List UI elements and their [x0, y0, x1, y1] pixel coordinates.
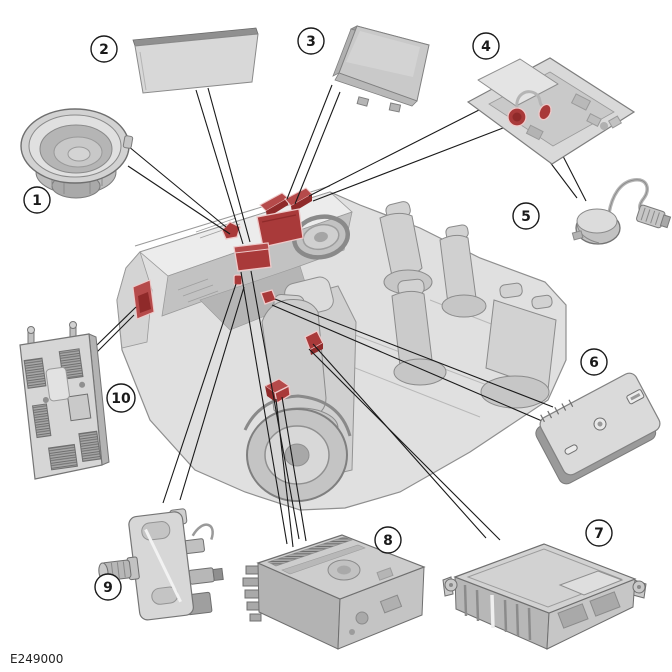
mic-cable	[515, 90, 545, 109]
svg-text:1: 1	[32, 193, 42, 209]
svg-text:10: 10	[111, 391, 131, 407]
bracket-wire	[191, 523, 214, 540]
highlight-head-unit-location	[233, 242, 272, 272]
usb-c-port	[564, 444, 578, 455]
svg-text:4: 4	[481, 39, 491, 55]
svg-text:9: 9	[103, 580, 113, 596]
component-overhead-console	[466, 57, 636, 165]
aux-port	[593, 417, 607, 431]
highlight-mic-connector	[538, 103, 552, 121]
callout-1: 1	[23, 186, 51, 214]
svg-text:8: 8	[383, 533, 393, 549]
usb-a-port	[626, 389, 645, 405]
rear-seats	[480, 282, 557, 409]
highlight-ecu-location	[304, 330, 324, 355]
svg-text:3: 3	[306, 34, 316, 50]
dash-vent-texture	[177, 217, 241, 303]
puck-connector	[636, 204, 672, 229]
callout-7: 7	[585, 519, 613, 547]
callout-4: 4	[472, 32, 500, 60]
highlight-display-location	[256, 208, 304, 248]
speaker-dustcap	[67, 146, 91, 162]
steering-wheel	[292, 214, 350, 260]
highlight-bracket-location	[233, 274, 243, 286]
figure-id-label: E249000	[10, 652, 63, 666]
callout-2: 2	[90, 35, 118, 63]
highlight-display-detail	[261, 214, 297, 223]
component-microphone-puck	[571, 178, 672, 245]
component-speaker-panel	[132, 27, 259, 94]
callouts: 1 2 3 4 5 6 7 8 9 10	[23, 27, 613, 601]
callout-8: 8	[374, 526, 402, 554]
component-ecu	[442, 543, 647, 650]
svg-text:6: 6	[589, 355, 599, 371]
callout-5: 5	[512, 202, 540, 230]
callout-6: 6	[580, 348, 608, 376]
callout-3: 3	[297, 27, 325, 55]
svg-text:7: 7	[594, 526, 604, 542]
component-media-panel	[535, 372, 661, 485]
highlight-door-module-location	[132, 279, 155, 320]
highlight-usb-location	[260, 289, 277, 305]
callout-9: 9	[94, 573, 122, 601]
component-interface-module	[19, 321, 110, 480]
vehicle-cutaway	[116, 185, 567, 511]
component-head-unit	[242, 534, 426, 650]
component-display-screen	[332, 25, 430, 113]
ecu-lid	[453, 543, 637, 614]
highlight-dash-left-speaker	[221, 221, 241, 240]
svg-text:2: 2	[99, 42, 109, 58]
callout-10: 10	[106, 383, 136, 413]
component-speaker	[20, 108, 134, 199]
svg-text:5: 5	[521, 209, 531, 225]
mid-right-seat	[439, 224, 487, 318]
component-antenna-bracket	[98, 508, 224, 621]
